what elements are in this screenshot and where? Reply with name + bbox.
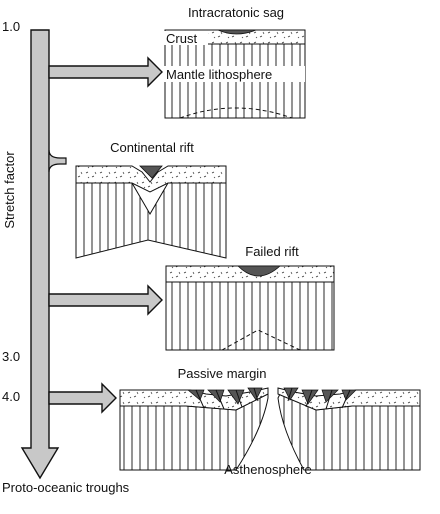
crust-label: Crust (166, 31, 197, 46)
crust-label-bg (164, 31, 208, 45)
branch-arrow-continental-rift (48, 149, 67, 173)
mantle-label-bg (164, 66, 305, 82)
branch-arrow-sag (48, 56, 163, 88)
mantle-lithosphere-label: Mantle lithosphere (166, 67, 272, 82)
panel-continental-rift (75, 165, 227, 259)
stretch-factor-label: Stretch factor (2, 151, 17, 229)
tick-label-4: 4.0 (2, 389, 20, 404)
passive-margin-title: Passive margin (178, 366, 267, 381)
continental-rift-title: Continental rift (110, 140, 194, 155)
stretch-factor-arrow (20, 29, 60, 480)
asthenosphere-label: Asthenosphere (224, 462, 311, 477)
tick-label-3: 3.0 (2, 349, 20, 364)
failed-rift-title: Failed rift (245, 244, 299, 259)
tick-label-1: 1.0 (2, 19, 20, 34)
branch-arrow-passive-margin (48, 382, 117, 414)
sag-title: Intracratonic sag (188, 5, 284, 20)
proto-oceanic-troughs-label: Proto-oceanic troughs (2, 480, 130, 495)
panel-passive-margin (119, 387, 421, 471)
branch-arrow-failed-rift (48, 284, 163, 316)
panel-failed-rift (165, 265, 335, 351)
